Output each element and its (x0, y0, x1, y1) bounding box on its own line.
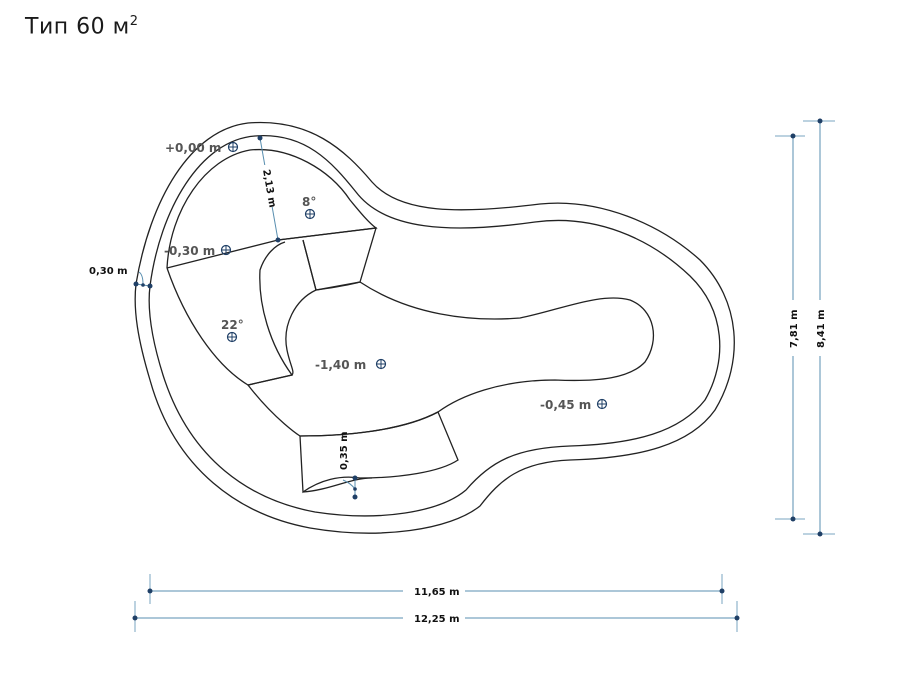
slope-marker-upper: 8° (302, 195, 316, 220)
bench-front-left (166, 241, 294, 386)
dimension-outer-height: 8,41 m (803, 118, 835, 537)
dimension-label-inner-width: 11,65 m (414, 587, 460, 598)
level-label-shallow: -0,45 m (540, 398, 591, 412)
level-marker-bench: -0,30 m (164, 244, 232, 258)
upper-slope-zone (166, 148, 378, 269)
seat-bench (299, 411, 459, 494)
pool-inner-outline (148, 135, 721, 517)
slope-label-steps: 22° (221, 318, 244, 332)
seat-inner-curve (302, 477, 373, 493)
dimension-label-inner-height: 7,81 m (789, 309, 800, 348)
dimension-wall-thickness: 0,30 m (89, 266, 153, 289)
dimension-outer-width: 12,25 m (132, 601, 740, 632)
dimension-label-wall-thickness: 0,30 m (89, 266, 128, 277)
page-title: Тип 60 м2 (25, 14, 138, 39)
title-text: Тип 60 м (25, 14, 130, 40)
dimension-seat-width: 0,35 m (339, 431, 358, 500)
dimension-step-width: 2,13 m (256, 135, 282, 243)
level-label-bench: -0,30 m (164, 244, 215, 258)
pool-outer-outline (134, 121, 735, 534)
deep-basin-outline (246, 281, 655, 437)
dimension-inner-width: 11,65 m (147, 574, 725, 604)
level-marker-deep: -1,40 m (315, 358, 387, 372)
dimension-label-seat-width: 0,35 m (339, 431, 350, 470)
title-superscript: 2 (129, 14, 139, 29)
level-marker-shallow: -0,45 m (540, 398, 608, 412)
level-marker-top-edge: +0,00 m (165, 141, 239, 155)
level-label-top-edge: +0,00 m (165, 141, 221, 155)
dimension-label-outer-height: 8,41 m (816, 309, 827, 348)
bench-wall-upper (277, 227, 377, 291)
dimension-inner-height: 7,81 m (775, 133, 805, 522)
level-label-deep: -1,40 m (315, 358, 366, 372)
dimension-label-outer-width: 12,25 m (414, 614, 460, 625)
slope-marker-steps: 22° (221, 318, 244, 343)
bench-front-right (302, 239, 317, 291)
slope-label-upper: 8° (302, 195, 316, 209)
